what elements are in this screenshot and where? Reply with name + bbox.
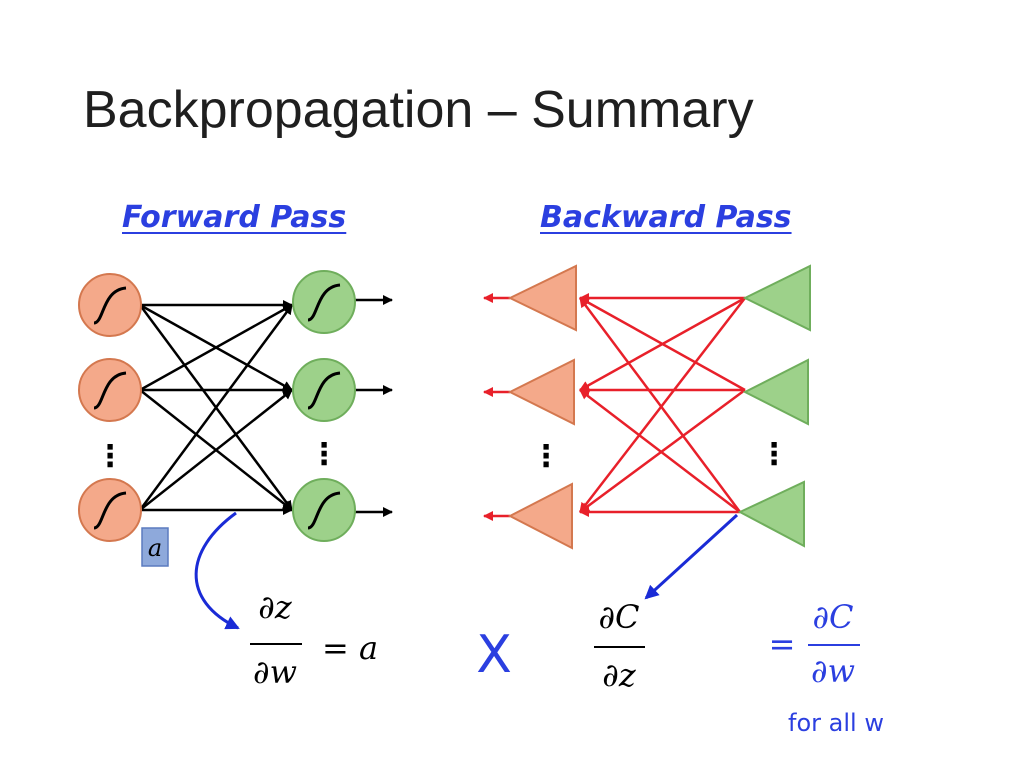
fwd-edge-3-1: [138, 304, 294, 511]
green-triangle: [742, 358, 809, 426]
orange-neuron: [78, 273, 142, 337]
forward-formula-denominator: ∂w: [253, 653, 297, 691]
orange-triangle: [507, 482, 573, 550]
orange-neuron: [78, 358, 142, 422]
orange-triangle: [507, 264, 577, 332]
forward-formula-rhs: = a: [322, 629, 378, 667]
green-triangle: [742, 264, 811, 332]
sigmoid-icon: [307, 491, 341, 530]
sigmoid-icon: [93, 371, 127, 410]
result-equals: =: [769, 625, 796, 663]
backward-formula-denominator: ∂z: [602, 656, 637, 694]
activation-symbol: a: [148, 534, 162, 562]
backward-pass-label: Backward Pass: [540, 200, 792, 235]
backward-ellipsis-right: ⋮: [759, 437, 789, 472]
result-numerator: ∂C: [812, 598, 853, 636]
green-neuron: [292, 478, 356, 542]
result-caption: for all w: [788, 709, 884, 737]
forward-pass-label: Forward Pass: [122, 200, 347, 235]
orange-neuron: [78, 478, 142, 542]
activation-box: [141, 527, 169, 567]
forward-connections: [138, 295, 393, 517]
fwd-edge-3-2: [139, 389, 293, 511]
bwd-edge-2-3: [579, 388, 746, 514]
bwd-edge-3-1: [578, 297, 742, 513]
backward-connections: [483, 293, 746, 521]
sigmoid-icon: [93, 491, 127, 530]
backward-ellipsis-left: ⋮: [531, 439, 561, 474]
backward-left-triangles: [507, 264, 577, 550]
backward-formula-numerator: ∂C: [598, 598, 639, 636]
slide-title: Backpropagation – Summary: [83, 81, 754, 139]
backward-right-triangles: [737, 264, 811, 548]
orange-triangle: [507, 358, 575, 426]
forward-ellipsis-left: ⋮: [95, 439, 125, 474]
green-neuron: [292, 358, 356, 422]
sigmoid-icon: [93, 286, 127, 325]
result-denominator: ∂w: [811, 652, 855, 690]
sigmoid-icon: [307, 283, 341, 322]
forward-formula-numerator: ∂z: [258, 588, 293, 626]
forward-input-neurons: [78, 273, 142, 542]
fwd-edge-2-1: [139, 303, 293, 392]
bwd-edge-2-1: [579, 296, 746, 392]
sigmoid-icon: [307, 371, 341, 410]
forward-output-neurons: [292, 270, 356, 542]
bwd-edge-3-2: [579, 389, 741, 513]
green-triangle: [737, 480, 805, 548]
multiply-symbol: X: [476, 625, 512, 685]
backward-blue-arrow: [644, 513, 739, 600]
forward-blue-arrow: [194, 511, 240, 630]
forward-ellipsis-right: ⋮: [309, 437, 339, 472]
bwd-edge-1-3: [579, 297, 746, 513]
green-neuron: [292, 270, 356, 334]
